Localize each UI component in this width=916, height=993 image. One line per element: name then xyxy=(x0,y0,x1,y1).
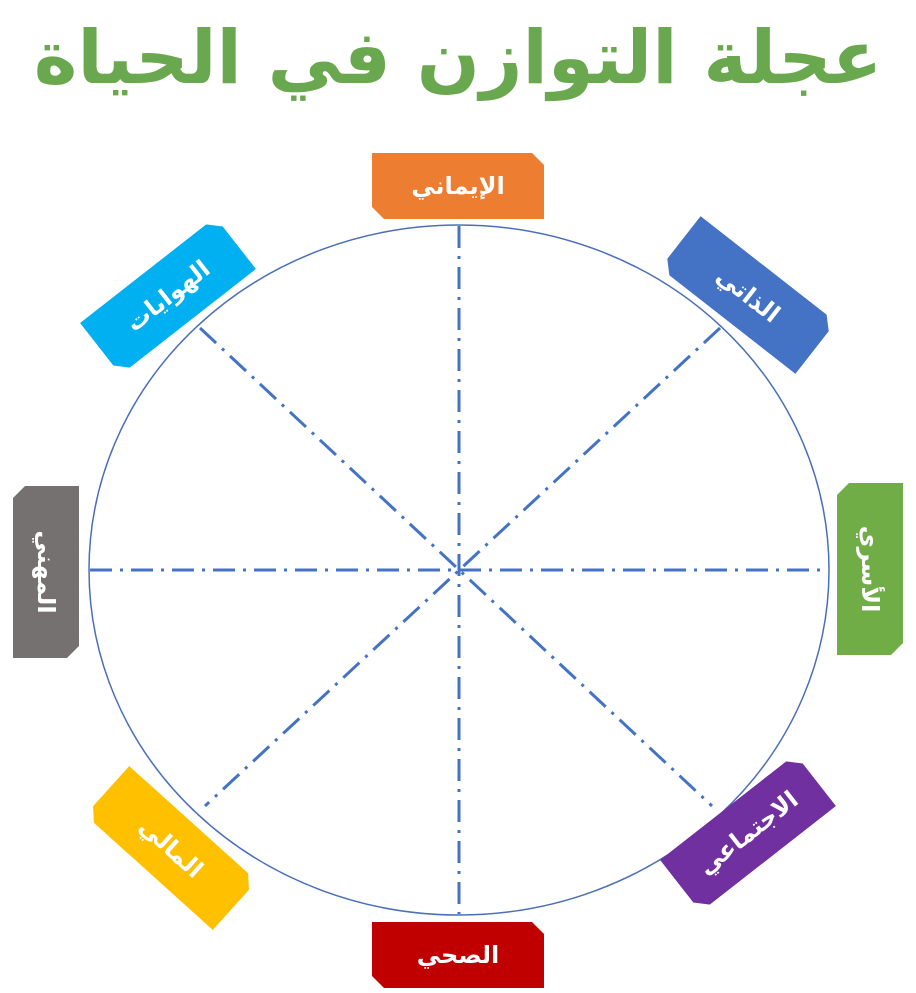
wheel-circle xyxy=(88,224,830,916)
tag-health-label: الصحي xyxy=(416,941,500,969)
tag-professional: المهني xyxy=(13,486,79,658)
spoke-diagonal-right xyxy=(203,326,722,808)
tag-spiritual: الإيماني xyxy=(372,153,544,219)
tag-spiritual-label: الإيماني xyxy=(411,172,505,200)
tag-professional-label: المهني xyxy=(32,530,60,614)
wheel-spokes xyxy=(90,226,828,914)
page-title: عجلة التوازن في الحياة xyxy=(33,15,883,101)
tag-family-label: الأسري xyxy=(856,525,884,613)
tag-health: الصحي xyxy=(372,922,544,988)
spoke-diagonal-left xyxy=(198,326,714,808)
tag-family: الأسري xyxy=(837,483,903,655)
